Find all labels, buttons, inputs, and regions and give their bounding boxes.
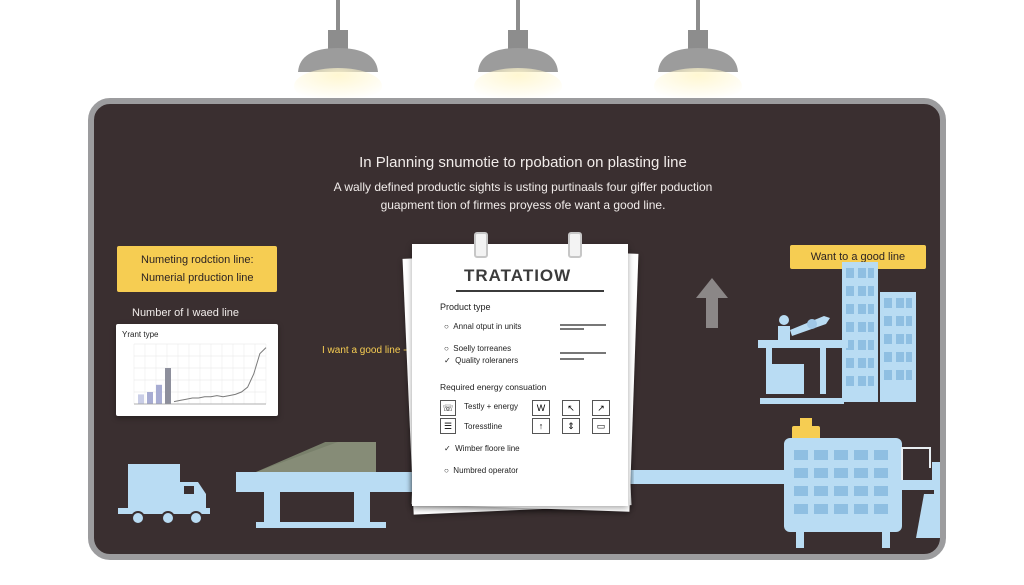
title-underline (456, 290, 604, 292)
grid-glyph: ↗ (592, 400, 610, 416)
left-note-line-2: Numerial prduction line (141, 272, 254, 284)
chart-bar (147, 392, 153, 404)
list-icon: ☰ (440, 418, 456, 434)
board-description-line-2: guapment tion of firmes proyess ofe want… (380, 198, 666, 212)
grid-glyph: ↑ (532, 418, 550, 434)
item-label: Wimber floore line (455, 444, 520, 453)
grid-glyph: ▭ (592, 418, 610, 434)
pendant-lamp-center (474, 0, 562, 104)
chart-bar (138, 394, 144, 404)
left-conveyor (118, 442, 434, 528)
grid-glyph: ↖ (562, 400, 580, 416)
material-stack (256, 442, 376, 472)
document-title: TRATATIOW (464, 266, 572, 285)
radio-icon: ○ (444, 322, 449, 331)
product-type-heading: Product type (440, 302, 491, 312)
chart-bar (156, 384, 162, 404)
pendant-lamp-left (294, 0, 382, 104)
arrow-label-text: I want a good line (322, 345, 401, 356)
mini-chart-card: Yrant type (116, 324, 278, 416)
item-row: ✓ Wimber floore line (444, 444, 520, 453)
item-row: ✓ Quality roleraners (444, 356, 518, 365)
chart-line (173, 347, 267, 403)
chart-bar (165, 368, 171, 404)
item-label: Quality roleraners (455, 356, 519, 365)
item-label: Numbred operator (453, 466, 519, 475)
presentation-board: In Planning snumotie to rpobation on pla… (88, 98, 946, 560)
entry-line (560, 352, 606, 354)
check-icon: ✓ (444, 444, 451, 453)
left-note-line-1: Numeting rodction line: (141, 254, 254, 266)
energy-row-label: Toresstline (464, 422, 503, 431)
item-row: ○ Numbred operator (444, 466, 518, 475)
energy-row-label: Testly + energy (464, 402, 519, 411)
worker-platform (758, 315, 848, 404)
grid-glyph: W (532, 400, 550, 416)
radio-icon: ○ (444, 344, 449, 353)
item-label: Soelly torreanes (453, 344, 512, 353)
paper-clip-icon (474, 232, 488, 258)
right-production-area (634, 262, 940, 548)
mini-chart-title: Yrant type (122, 330, 159, 339)
chart-caption: Number of I waed line (132, 307, 239, 319)
energy-heading: Required energy consuation (440, 382, 547, 392)
board-description-line-1: A wally defined productic sights is usti… (333, 180, 713, 194)
storage-tower (842, 262, 916, 402)
entry-line (560, 328, 584, 330)
tank-with-pipe (901, 447, 940, 538)
pendant-lamp-right (654, 0, 742, 104)
item-row: ○ Annal otput in units (444, 322, 521, 331)
processing-machine (784, 438, 940, 548)
check-icon: ✓ (444, 356, 451, 365)
grid-glyph: ⇕ (562, 418, 580, 434)
phone-icon: ☏ (440, 400, 456, 416)
item-label: Annal otput in units (453, 322, 522, 331)
radio-icon: ○ (444, 466, 449, 475)
mini-chart (133, 343, 267, 405)
delivery-truck-icon (118, 464, 210, 525)
item-row: ○ Soelly torreanes (444, 344, 511, 353)
entry-line (560, 358, 584, 360)
up-arrow-icon (696, 278, 728, 328)
document-sheet: TRATATIOW Product type ○ Annal otput in … (412, 232, 628, 506)
entry-line (560, 324, 606, 326)
arrow-label: I want a good line ⟶ (322, 345, 418, 356)
board-title: In Planning snumotie to rpobation on pla… (359, 154, 687, 171)
paper-clip-icon (568, 232, 582, 258)
left-sticky-note: Numeting rodction line: Numerial prducti… (117, 246, 277, 292)
